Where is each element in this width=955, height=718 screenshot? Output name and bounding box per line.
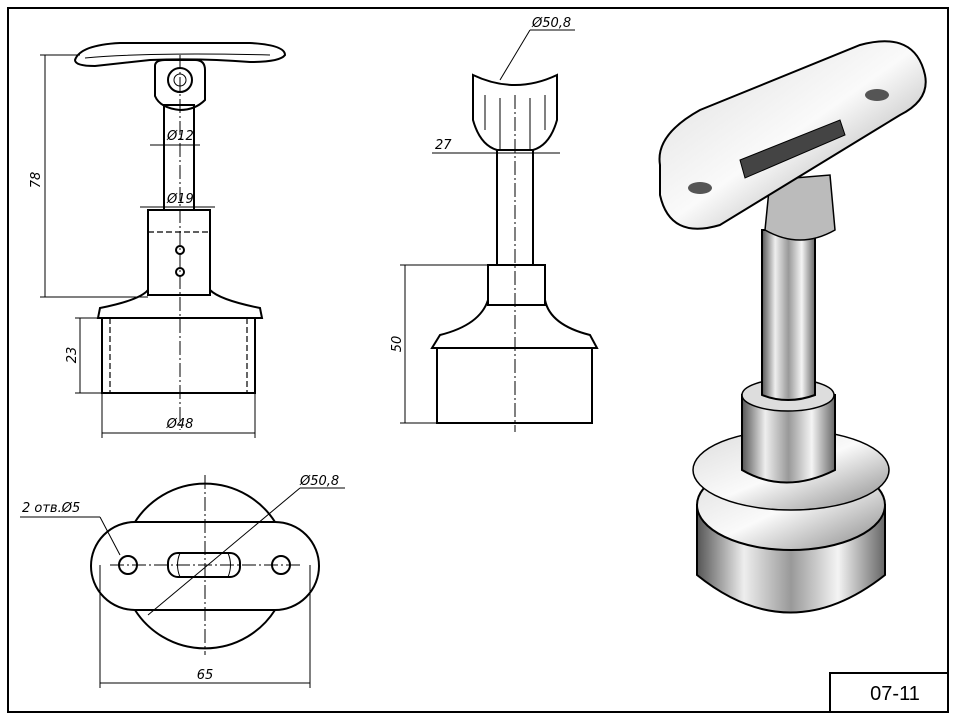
drawing-frame <box>7 7 949 713</box>
dim-height-50: 50 <box>390 336 405 353</box>
isometric-render <box>658 40 927 614</box>
dim-collar-dia: Ø19 <box>166 192 194 207</box>
dim-holes: 2 отв.Ø5 <box>22 501 80 516</box>
title-block: 07-11 <box>829 672 949 713</box>
dim-saddle-dia: Ø50,8 <box>531 16 571 31</box>
front-view: 78 23 Ø48 Ø12 Ø19 <box>29 42 287 438</box>
dim-width-27: 27 <box>435 138 452 153</box>
dim-stem-dia: Ø12 <box>166 129 194 144</box>
dim-base-dia: Ø48 <box>166 417 194 432</box>
dim-length-65: 65 <box>197 668 214 683</box>
dim-height-78: 78 <box>29 172 44 189</box>
drawing-code: 07-11 <box>870 683 920 705</box>
dim-base-height: 23 <box>65 347 80 364</box>
dim-top-saddle-dia: Ø50,8 <box>299 474 339 489</box>
side-view: Ø50,8 27 50 <box>390 16 599 432</box>
top-view: Ø50,8 2 отв.Ø5 65 <box>20 474 345 688</box>
